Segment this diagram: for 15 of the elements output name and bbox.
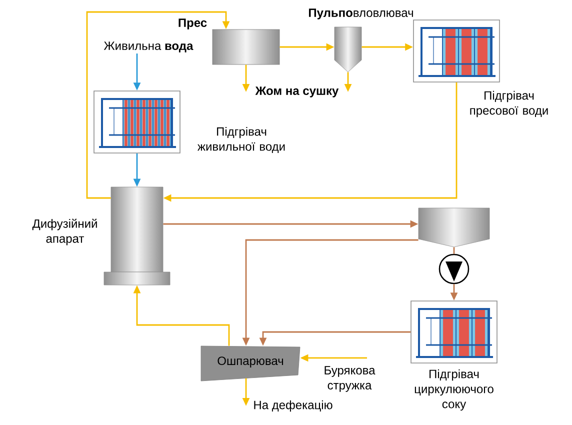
equipment-label: Прес: [178, 18, 207, 30]
equipment-label: Підгрівач пресової води: [470, 90, 548, 118]
equipment-label: Дифузійний апарат: [32, 218, 97, 246]
flow-label: Живильна вода: [104, 42, 194, 52]
flow-line: [453, 247, 455, 254]
settling-tank: [418, 208, 490, 248]
equipment-label: Підгрівач живильної води: [198, 126, 285, 154]
flow-label: Жом на сушку: [255, 86, 339, 98]
flow-label: Бурякова стружка: [324, 366, 376, 392]
flow-label: На дефекацію: [254, 400, 332, 412]
equipment-label: Пульповловлювач: [309, 8, 413, 20]
equipment-label: Підгрівач циркулюючого соку: [414, 369, 494, 411]
scalder-block: Ошпарювач: [200, 346, 300, 382]
flow-arrow: [86, 11, 230, 199]
pump-symbol: [438, 254, 470, 284]
